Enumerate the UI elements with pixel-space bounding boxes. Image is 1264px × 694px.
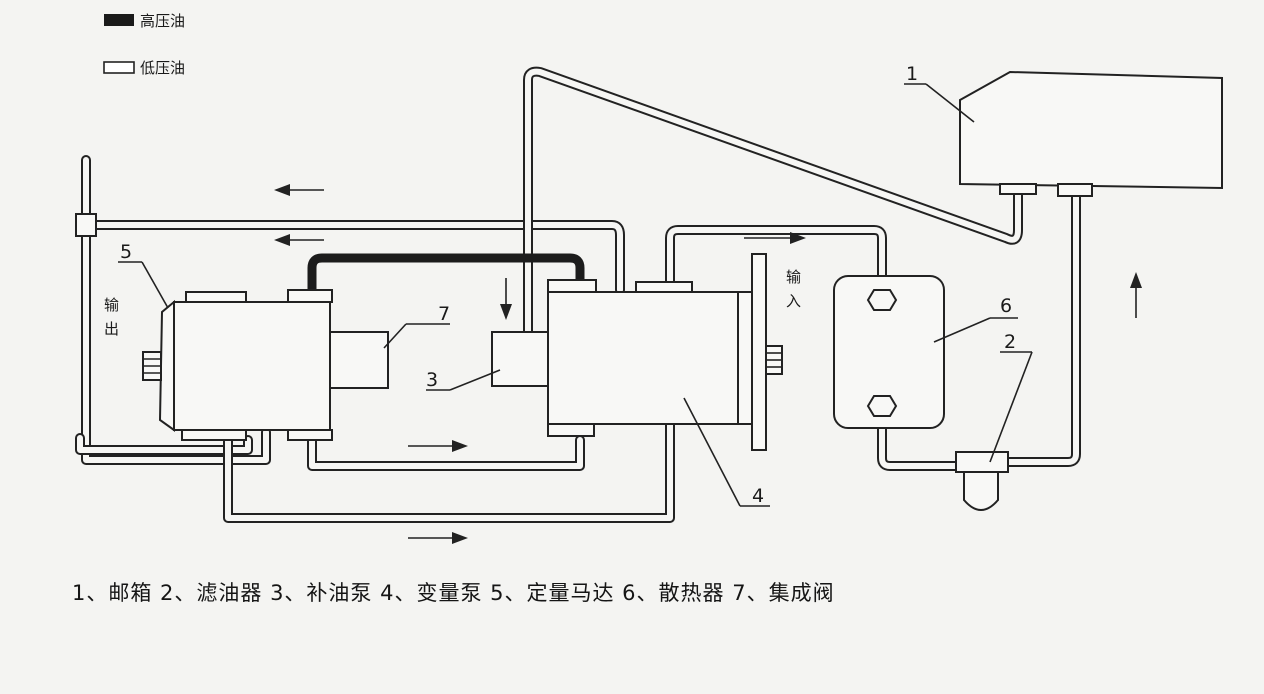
oil-tank-port-left xyxy=(999,183,1037,195)
fixed-displacement-motor xyxy=(173,301,331,431)
label-2: 2 xyxy=(1004,331,1016,353)
oil-filter xyxy=(955,451,1009,473)
pump-top-port xyxy=(547,279,597,293)
label-1: 1 xyxy=(906,63,918,85)
label-6: 6 xyxy=(1000,295,1012,317)
output-label-char-1: 输 xyxy=(104,296,119,314)
oil-tank xyxy=(959,70,1223,190)
arrow-left-top xyxy=(274,184,324,196)
label-3: 3 xyxy=(426,369,438,391)
radiator xyxy=(833,275,945,429)
arrow-right-upper xyxy=(744,232,806,244)
label-4: 4 xyxy=(752,485,764,507)
oil-filter-bowl xyxy=(963,471,999,511)
motor-bottom-port xyxy=(181,429,247,441)
motor-top-port-right xyxy=(287,289,333,303)
radiator-outlet-nut xyxy=(866,395,898,417)
component-caption: 1、邮箱 2、滤油器 3、补油泵 4、变量泵 5、定量马达 6、散热器 7、集成… xyxy=(72,581,835,605)
arrow-down-charge xyxy=(500,278,512,320)
tee-junction xyxy=(75,213,97,237)
arrow-up-return xyxy=(1130,272,1142,318)
pump-flange xyxy=(737,291,753,425)
legend-low-pressure-label: 低压油 xyxy=(140,59,185,77)
integrated-valve xyxy=(329,331,389,389)
flow-arrows xyxy=(274,184,1142,544)
radiator-inlet-nut xyxy=(866,289,898,311)
motor-bottom-port-right xyxy=(287,429,333,441)
input-label-char-1: 输 xyxy=(786,268,801,286)
charge-pump xyxy=(491,331,549,387)
leader-lines xyxy=(118,83,1033,507)
arrow-right-middle xyxy=(408,440,468,452)
input-label-char-2: 入 xyxy=(786,292,801,310)
pump-top-port-right xyxy=(635,281,693,293)
pump-drive-plate xyxy=(751,253,767,451)
pump-bottom-port xyxy=(547,423,595,437)
high-pressure-pipe xyxy=(307,253,585,295)
legend-high-pressure-label: 高压油 xyxy=(140,12,185,30)
motor-end-cap xyxy=(158,299,175,432)
motor-top-port xyxy=(185,291,247,303)
low-pressure-pipes xyxy=(75,66,1081,523)
oil-tank-port-right xyxy=(1057,183,1093,197)
legend-low-pressure-swatch xyxy=(103,61,135,74)
label-5: 5 xyxy=(120,241,132,263)
variable-displacement-pump xyxy=(547,291,739,425)
label-7: 7 xyxy=(438,303,450,325)
legend-high-pressure-swatch xyxy=(104,14,134,26)
arrow-left-second xyxy=(274,234,324,246)
output-label-char-2: 出 xyxy=(104,320,119,338)
arrow-right-bottom xyxy=(408,532,468,544)
